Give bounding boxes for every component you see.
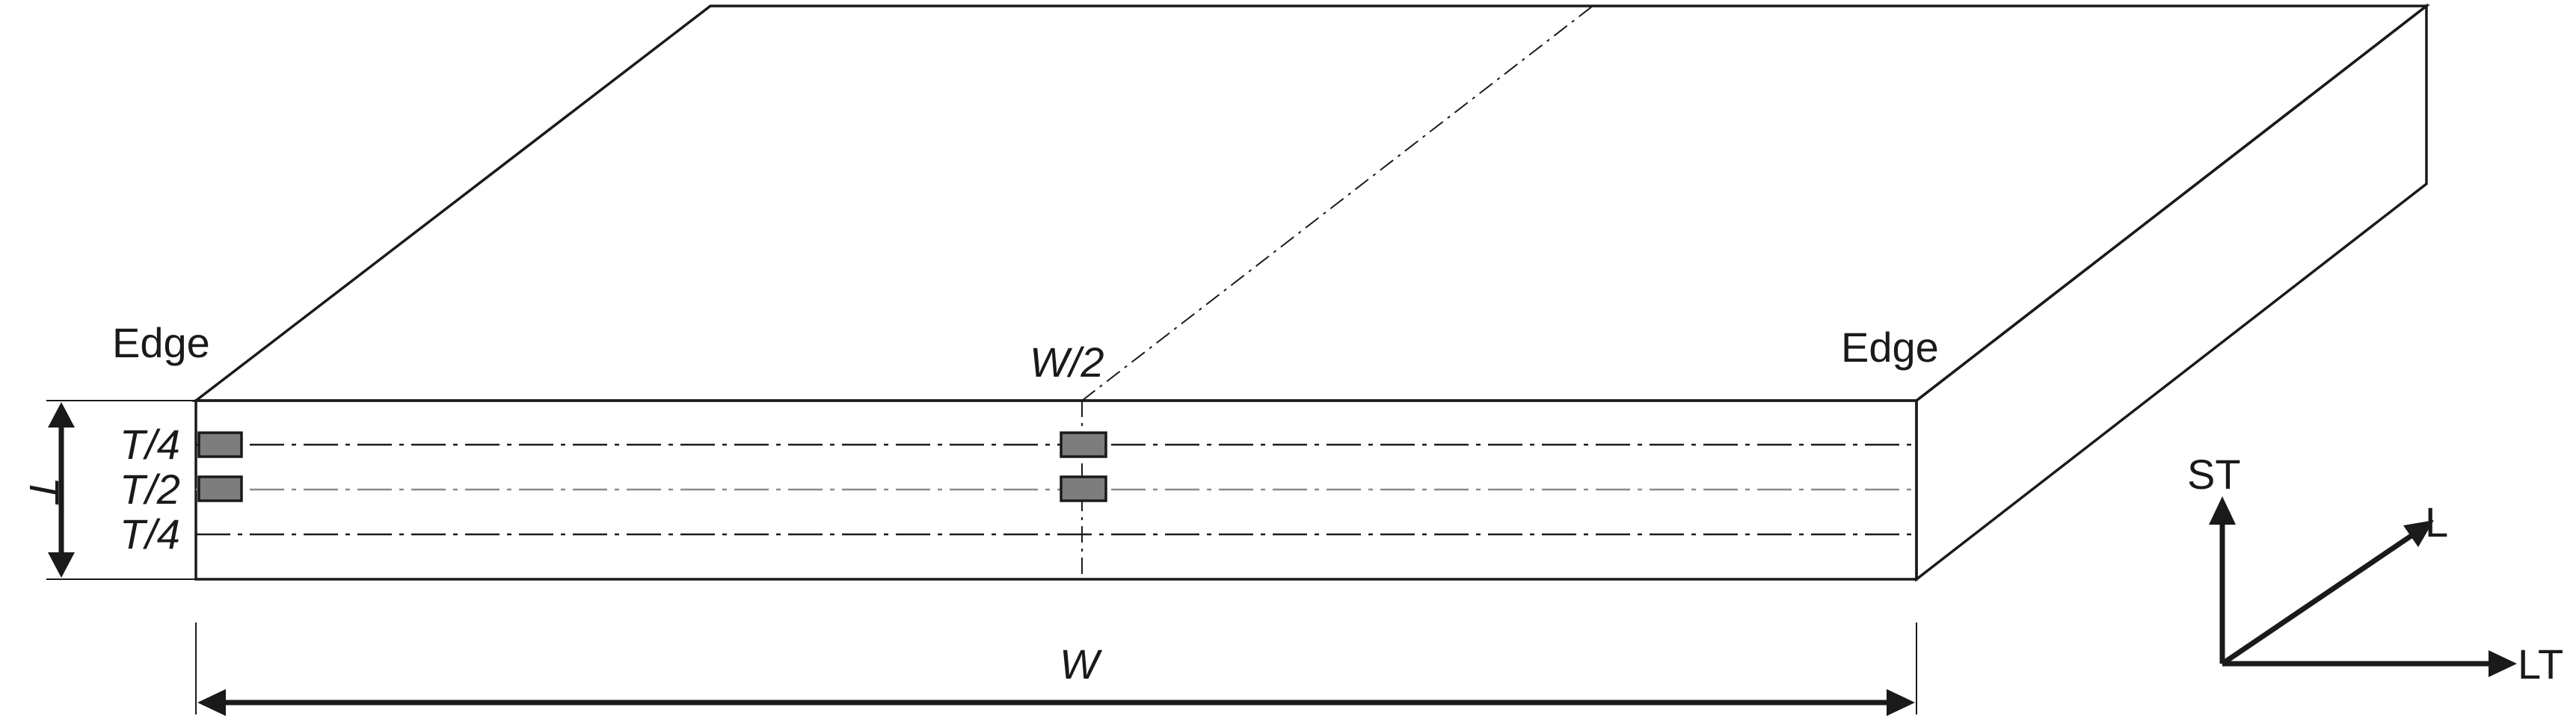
l-axis-label: L: [2425, 499, 2448, 546]
half-label: T/2: [120, 466, 180, 513]
st-axis-label: ST: [2187, 451, 2241, 498]
l-axis-arrow-icon: [2403, 520, 2434, 547]
top-centerline: [1081, 5, 1593, 401]
st-axis-arrow-icon: [2209, 496, 2236, 525]
thickness-label: T: [21, 477, 68, 505]
edge-right-label: Edge: [1841, 324, 1939, 371]
plate-block: [191, 3, 2431, 582]
plate-top-face: [191, 4, 2431, 402]
specimen-edge-half: [197, 475, 243, 502]
quarter-top-label: T/4: [120, 421, 180, 468]
width-dimension: [195, 623, 1917, 716]
specimen-edge-quarter: [197, 431, 243, 458]
labels: Edge Edge W/2 T T/4 T/2 T/4 W ST L LT: [21, 319, 2563, 688]
lt-axis-label: LT: [2518, 641, 2563, 688]
specimen-center-quarter: [1060, 431, 1107, 458]
edge-left-label: Edge: [112, 319, 210, 366]
thickness-arrow-head-up: [48, 402, 75, 428]
specimens: [197, 431, 1107, 502]
width-arrow-head-left: [197, 689, 226, 716]
orientation-axes: [2209, 496, 2517, 677]
thickness-arrow-head-down: [48, 552, 75, 578]
mid-width-label: W/2: [1030, 339, 1104, 386]
quarter-bottom-label: T/4: [120, 510, 180, 558]
l-axis-shaft: [2221, 533, 2414, 666]
thickness-dimension: [46, 400, 196, 580]
plate-right-face: [1915, 3, 2428, 582]
lt-axis-arrow-icon: [2489, 650, 2517, 677]
width-label: W: [1060, 641, 1103, 688]
centerlines: [196, 5, 1916, 579]
width-arrow-head-right: [1887, 689, 1915, 716]
specimen-center-half: [1060, 475, 1107, 502]
